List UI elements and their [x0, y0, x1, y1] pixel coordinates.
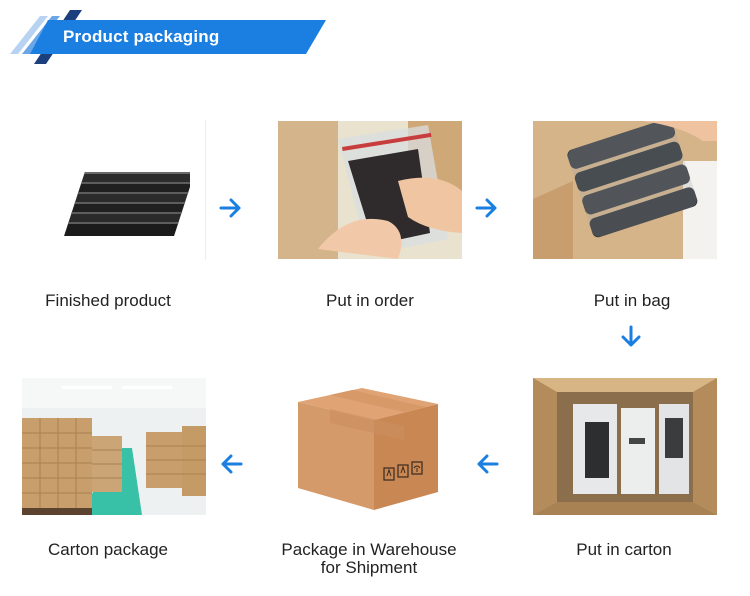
- put-in-order-image: [278, 121, 462, 259]
- caption-line-2: for Shipment: [320, 558, 418, 577]
- finished-product-image: [40, 150, 190, 255]
- step-caption-put-in-bag: Put in bag: [593, 291, 671, 310]
- page-title: Product packaging: [63, 27, 220, 46]
- arrow-right-icon: [218, 195, 244, 221]
- step-caption-finished-product: Finished product: [45, 291, 171, 310]
- step-caption-package-in-warehouse: Package in Warehouse for Shipment: [249, 541, 489, 577]
- divider: [205, 120, 206, 260]
- step-caption-carton-package: Carton package: [47, 540, 169, 559]
- arrow-down-icon: [618, 324, 644, 350]
- warehouse-cartons-image: [22, 378, 206, 515]
- step-caption-put-in-order: Put in order: [326, 291, 414, 310]
- step-caption-put-in-carton: Put in carton: [576, 540, 672, 559]
- arrow-left-icon: [474, 451, 500, 477]
- section-header-banner: Product packaging: [0, 0, 750, 70]
- caption-line-1: Package in Warehouse: [281, 540, 457, 559]
- arrow-left-icon: [218, 451, 244, 477]
- put-in-bag-image: [533, 121, 717, 259]
- put-in-carton-image: [533, 378, 717, 515]
- closed-carton-image: [292, 384, 440, 514]
- arrow-right-icon: [474, 195, 500, 221]
- banner-shape: [10, 10, 326, 64]
